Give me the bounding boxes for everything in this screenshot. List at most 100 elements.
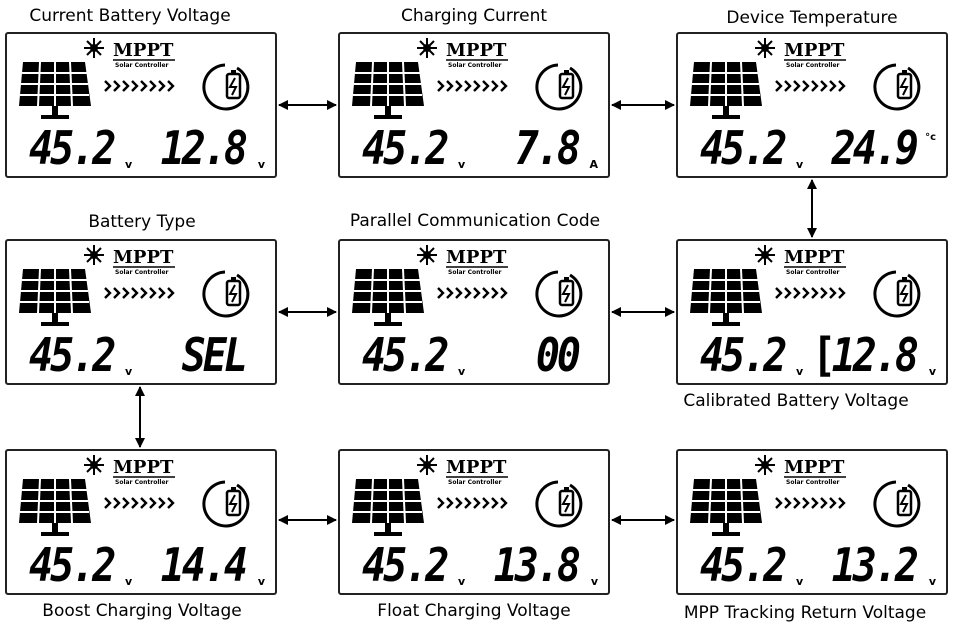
flow-chevrons-icon (437, 80, 508, 92)
sun-icon (84, 245, 104, 265)
pv-voltage-unit: v (458, 575, 466, 588)
solar-controller-logo-text: Solar Controller (786, 62, 840, 69)
solar-panel-icon (19, 478, 91, 536)
sun-icon (84, 455, 104, 475)
parameter-unit: v (257, 158, 265, 171)
parameter-readout: 24.9 (831, 122, 919, 176)
lcd-screen-device-temperature: MPPT Solar Controller 45.2 v 24.9 °c (676, 32, 948, 178)
parameter-readout: SEL (181, 329, 248, 383)
lcd-icons: MPPT Solar Controller (19, 245, 250, 326)
flow-chevrons-icon (104, 80, 175, 92)
solar-controller-logo-text: Solar Controller (448, 62, 502, 69)
parameter-readout: 12.8 (831, 329, 919, 383)
mppt-logo-text: MPPT (784, 247, 845, 268)
solar-controller-logo-text: Solar Controller (786, 269, 840, 276)
parameter-readout: 13.2 (831, 539, 919, 593)
lcd-icons: MPPT Solar Controller (352, 38, 583, 119)
mppt-logo-text: MPPT (784, 40, 845, 61)
pv-voltage-unit: v (796, 158, 804, 171)
caption-device-temperature: Device Temperature (726, 8, 898, 28)
lcd-icons: MPPT Solar Controller (352, 455, 583, 536)
flow-chevrons-icon (775, 287, 846, 299)
lcd-screen-calibrated-battery-voltage: MPPT Solar Controller 45.2 v [12.8 v (676, 239, 948, 385)
battery-icon (535, 480, 583, 528)
lcd-icons: MPPT Solar Controller (19, 38, 250, 119)
sun-icon (755, 38, 775, 58)
solar-controller-logo-text: Solar Controller (115, 62, 169, 69)
caption-calibrated-battery-voltage: Calibrated Battery Voltage (683, 391, 909, 411)
caption-battery-type: Battery Type (88, 212, 196, 232)
mppt-logo-text: MPPT (446, 457, 507, 478)
battery-icon (873, 480, 921, 528)
pv-voltage-unit: v (125, 575, 133, 588)
mppt-logo-text: MPPT (113, 40, 174, 61)
battery-icon (535, 270, 583, 318)
lcd-icons: MPPT Solar Controller (690, 245, 921, 326)
sun-icon (755, 245, 775, 265)
pv-voltage-readout: 45.2 (362, 122, 449, 176)
flow-chevrons-icon (104, 497, 175, 509)
caption-parallel-communication-code: Parallel Communication Code (349, 211, 601, 231)
sun-icon (417, 38, 437, 58)
caption-float-charging-voltage: Float Charging Voltage (377, 601, 571, 621)
solar-panel-icon (352, 61, 424, 119)
pv-voltage-unit: v (796, 365, 804, 378)
pv-voltage-readout: 45.2 (29, 539, 116, 593)
parameter-readout: 13.8 (493, 539, 581, 593)
solar-controller-logo-text: Solar Controller (115, 269, 169, 276)
pv-voltage-readout: 45.2 (29, 329, 116, 383)
lcd-icons: MPPT Solar Controller (690, 38, 921, 119)
pv-voltage-unit: v (796, 575, 804, 588)
battery-icon (202, 63, 250, 111)
solar-panel-icon (690, 268, 762, 326)
parameter-unit: °c (925, 132, 936, 143)
solar-panel-icon (352, 268, 424, 326)
solar-panel-icon (690, 478, 762, 536)
flow-chevrons-icon (437, 287, 508, 299)
sun-icon (84, 38, 104, 58)
battery-icon (535, 63, 583, 111)
battery-icon (873, 270, 921, 318)
battery-icon (202, 480, 250, 528)
battery-icon (873, 63, 921, 111)
pv-voltage-readout: 45.2 (700, 122, 787, 176)
lcd-icons: MPPT Solar Controller (19, 455, 250, 536)
pv-voltage-readout: 45.2 (29, 122, 116, 176)
parameter-readout: 12.8 (160, 122, 248, 176)
mppt-logo-text: MPPT (784, 457, 845, 478)
solar-panel-icon (690, 61, 762, 119)
solar-panel-icon (19, 61, 91, 119)
pv-voltage-unit: v (125, 158, 133, 171)
solar-controller-logo-text: Solar Controller (448, 479, 502, 486)
sun-icon (417, 245, 437, 265)
pv-voltage-readout: 45.2 (700, 539, 787, 593)
mppt-logo-text: MPPT (446, 40, 507, 61)
flow-chevrons-icon (775, 80, 846, 92)
caption-current-battery-voltage: Current Battery Voltage (29, 6, 231, 26)
pv-voltage-unit: v (458, 158, 466, 171)
lcd-icons: MPPT Solar Controller (352, 245, 583, 326)
caption-boost-charging-voltage: Boost Charging Voltage (42, 601, 242, 621)
mppt-logo-text: MPPT (113, 457, 174, 478)
solar-controller-logo-text: Solar Controller (786, 479, 840, 486)
parameter-unit: v (928, 365, 936, 378)
parameter-readout: 00 (535, 329, 581, 383)
parameter-readout: 7.8 (514, 122, 581, 176)
mppt-logo-text: MPPT (446, 247, 507, 268)
calibration-prefix: [ (812, 329, 837, 383)
caption-mpp-tracking-return-voltage: MPP Tracking Return Voltage (683, 603, 927, 623)
pv-voltage-unit: v (125, 365, 133, 378)
pv-voltage-unit: v (458, 365, 466, 378)
solar-controller-logo-text: Solar Controller (448, 269, 502, 276)
caption-charging-current: Charging Current (400, 6, 548, 26)
sun-icon (755, 455, 775, 475)
solar-panel-icon (352, 478, 424, 536)
lcd-screen-current-battery-voltage: MPPT Solar Controller 45.2 v 12.8 v (5, 32, 277, 178)
parameter-readout: 14.4 (160, 539, 248, 593)
pv-voltage-readout: 45.2 (700, 329, 787, 383)
